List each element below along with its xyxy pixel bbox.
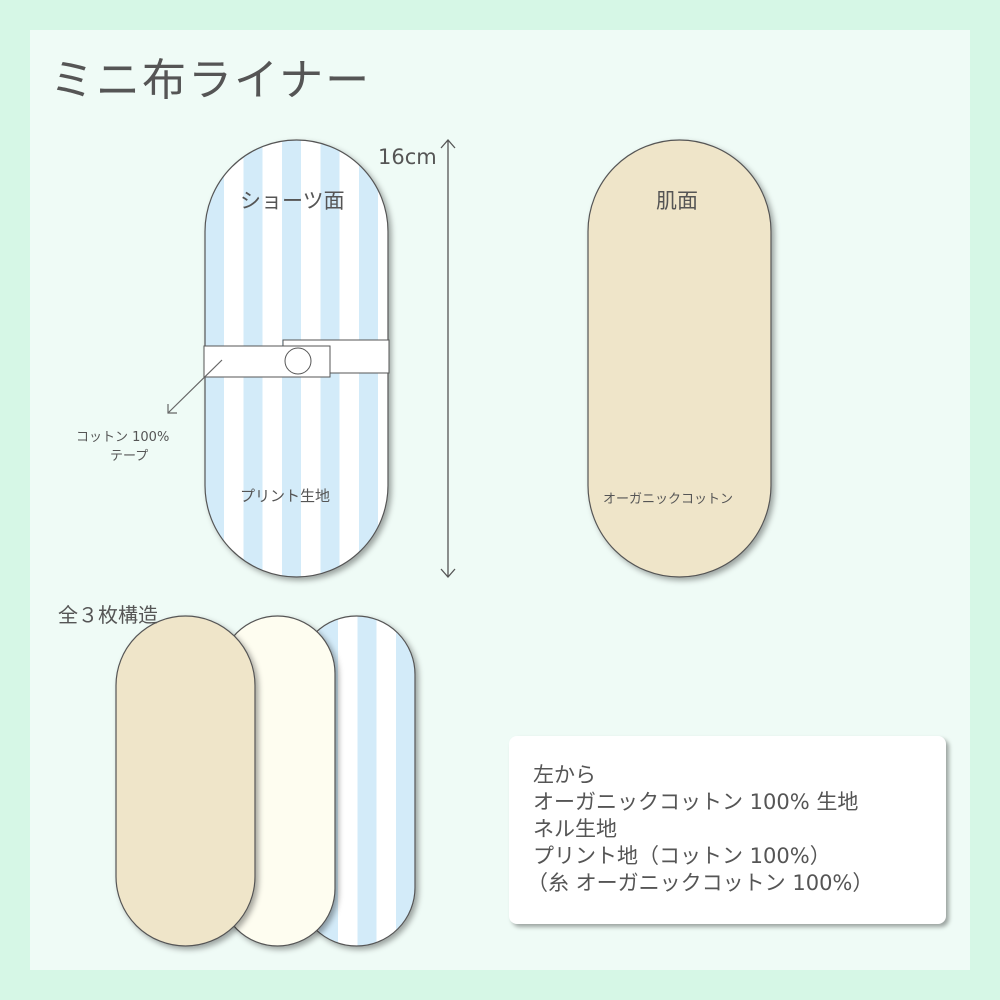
tape-pointer-arrow	[167, 359, 223, 414]
info-line: プリント地（コットン 100%）	[533, 844, 831, 868]
dimension-arrow	[440, 139, 456, 578]
shorts-side-label: ショーツ面	[240, 189, 345, 213]
info-line: （糸 オーガニックコットン 100%）	[527, 871, 874, 895]
layer-organic-cotton	[115, 615, 256, 947]
snap-button	[284, 347, 312, 375]
page-title: ミニ布ライナー	[50, 55, 372, 106]
info-line: 左から	[533, 763, 596, 787]
layers-label: 全３枚構造	[58, 603, 158, 627]
dimension-label: 16cm	[378, 145, 437, 169]
organic-cotton-label: オーガニックコットン	[603, 492, 734, 507]
info-box: 左から オーガニックコットン 100% 生地 ネル生地 プリント地（コットン 1…	[509, 736, 946, 924]
tape-label-line1: コットン 100%	[76, 430, 170, 445]
tape-label-line2: テープ	[110, 449, 149, 464]
print-fabric-label: プリント生地	[240, 487, 331, 505]
skin-side-liner	[587, 139, 772, 578]
info-line: ネル生地	[533, 817, 617, 841]
skin-side-label: 肌面	[656, 189, 698, 213]
info-line: オーガニックコットン 100% 生地	[533, 790, 859, 814]
